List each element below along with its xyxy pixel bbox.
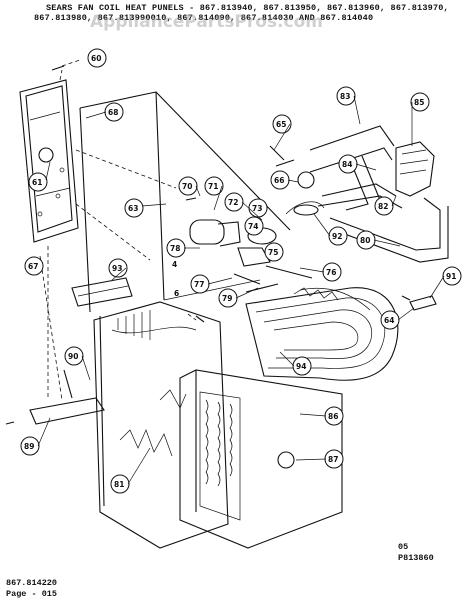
svg-text:60: 60	[91, 54, 101, 63]
svg-text:83: 83	[340, 92, 350, 101]
callout-90: 90	[64, 346, 84, 366]
callout-68: 68	[104, 102, 124, 122]
svg-text:93: 93	[112, 264, 122, 273]
svg-text:61: 61	[32, 178, 42, 187]
callout-66: 66	[270, 170, 290, 190]
callout-60: 60	[87, 48, 107, 68]
callout-84: 84	[338, 154, 358, 174]
svg-text:78: 78	[170, 244, 180, 253]
diagram-code-line-2: P813860	[398, 553, 434, 563]
side-panel	[19, 79, 79, 243]
callout-71: 71	[204, 176, 224, 196]
label-4: 4	[172, 260, 177, 269]
svg-text:79: 79	[222, 294, 232, 303]
label-6: 6	[174, 289, 179, 298]
callout-94: 94	[292, 356, 312, 376]
svg-text:77: 77	[194, 280, 204, 289]
diagram-code-line-1: 05	[398, 542, 409, 552]
footer-model: 867.814220	[6, 578, 58, 588]
svg-text:86: 86	[328, 412, 338, 421]
callout-87: 87	[324, 449, 344, 469]
callout-76: 76	[322, 262, 342, 282]
callout-86: 86	[324, 406, 344, 426]
svg-text:71: 71	[208, 182, 218, 191]
svg-text:91: 91	[446, 272, 456, 281]
base-rail	[29, 397, 105, 425]
callout-79: 79	[218, 288, 238, 308]
callout-67: 67	[24, 256, 44, 276]
svg-text:84: 84	[342, 160, 352, 169]
callout-78: 78	[166, 238, 186, 258]
callout-80: 80	[356, 230, 376, 250]
diagram-title-line-2: 867.813980, 867.813990010, 867.814090, 8…	[34, 13, 374, 23]
svg-text:73: 73	[252, 204, 262, 213]
svg-text:76: 76	[326, 268, 336, 277]
svg-text:81: 81	[114, 480, 124, 489]
callout-77: 77	[190, 274, 210, 294]
svg-text:75: 75	[268, 248, 278, 257]
svg-text:68: 68	[108, 108, 118, 117]
callout-70: 70	[178, 176, 198, 196]
bracket-90	[63, 369, 73, 399]
callout-61: 61	[28, 172, 48, 192]
refrigerant-tubing	[269, 125, 449, 263]
callout-75: 75	[264, 242, 284, 262]
svg-text:90: 90	[68, 352, 78, 361]
front-cabinet	[179, 369, 343, 549]
diagram-title-line-1: SEARS FAN COIL HEAT PUNELS - 867.813940,…	[46, 3, 449, 13]
svg-text:94: 94	[296, 362, 306, 371]
callout-83: 83	[336, 86, 356, 106]
callout-93: 93	[108, 258, 128, 278]
footer-page: Page - 015	[6, 589, 58, 599]
callout-72: 72	[224, 192, 244, 212]
svg-text:65: 65	[276, 120, 286, 129]
heater-coil	[245, 287, 399, 381]
coil-housing	[93, 301, 229, 549]
callout-92: 92	[328, 226, 348, 246]
callout-73: 73	[248, 198, 268, 218]
callout-65: 65	[272, 114, 292, 134]
filter-93	[71, 277, 133, 307]
svg-text:92: 92	[332, 232, 342, 241]
svg-text:66: 66	[274, 176, 284, 185]
callout-85: 85	[410, 92, 430, 112]
callout-74: 74	[244, 216, 264, 236]
svg-text:82: 82	[378, 202, 388, 211]
callout-64: 64	[380, 310, 400, 330]
chassis-frame	[79, 91, 291, 313]
callout-89: 89	[20, 436, 40, 456]
svg-text:70: 70	[182, 182, 192, 191]
svg-text:64: 64	[384, 316, 394, 325]
svg-text:87: 87	[328, 455, 338, 464]
svg-text:72: 72	[228, 198, 238, 207]
screw-60	[51, 65, 65, 71]
watermark: AppliancePartsPros.com	[90, 12, 324, 32]
svg-text:80: 80	[360, 236, 370, 245]
callout-81: 81	[110, 474, 130, 494]
svg-text:74: 74	[248, 222, 258, 231]
callout-91: 91	[442, 266, 462, 286]
svg-text:63: 63	[128, 204, 138, 213]
svg-text:67: 67	[28, 262, 38, 271]
svg-text:89: 89	[24, 442, 34, 451]
svg-text:85: 85	[414, 98, 424, 107]
callout-82: 82	[374, 196, 394, 216]
callout-63: 63	[124, 198, 144, 218]
thermostat-64	[409, 295, 437, 311]
